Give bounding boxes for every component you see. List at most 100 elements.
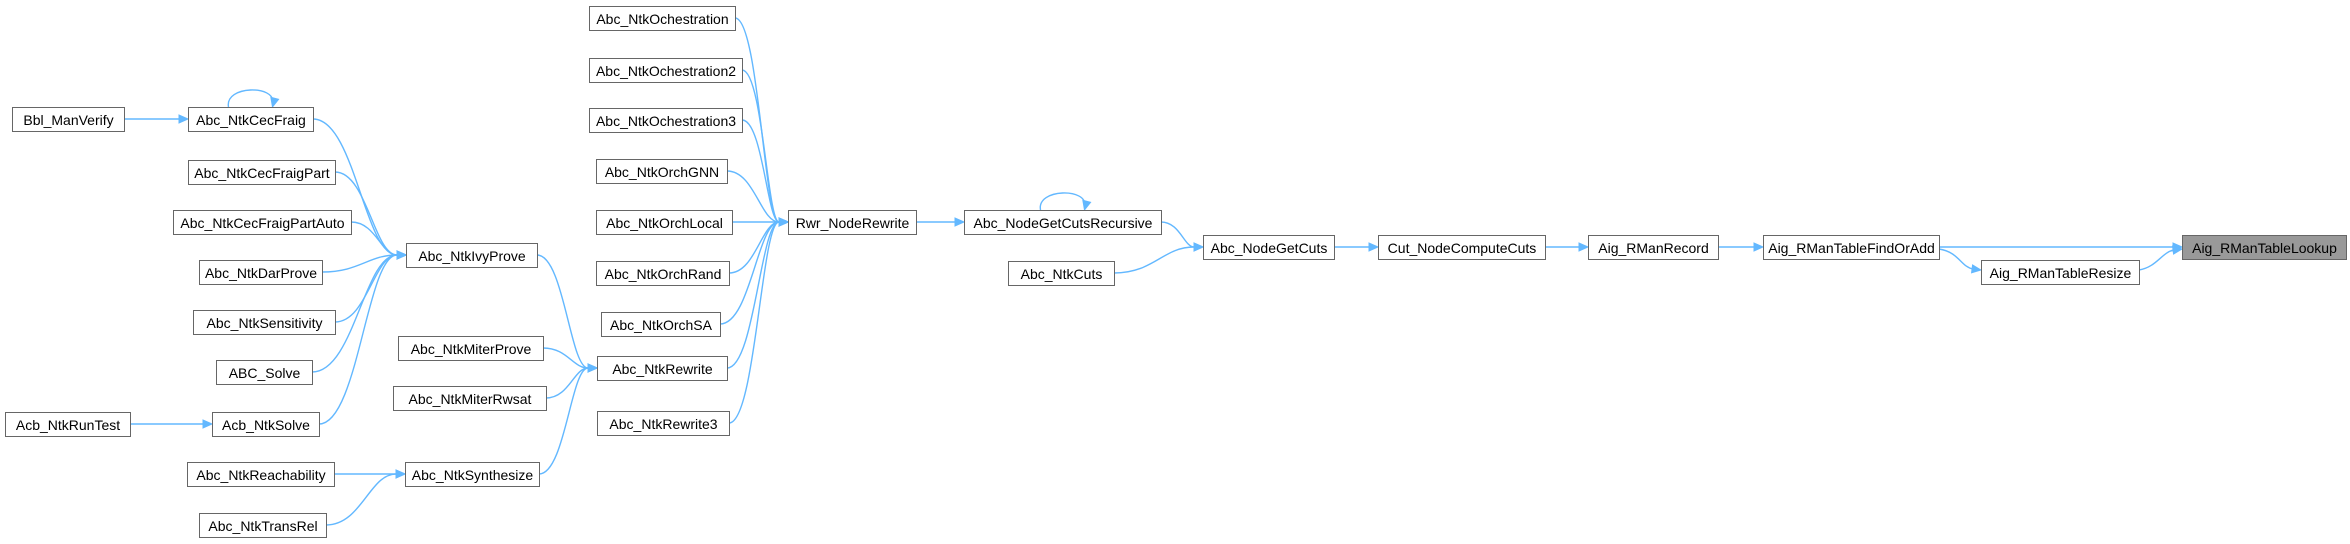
edge-line	[536, 254, 589, 369]
edge-line	[321, 254, 398, 273]
node-orchlocal[interactable]: Abc_NtkOrchLocal	[596, 210, 733, 235]
node-label: Abc_NtkOrchLocal	[606, 215, 723, 231]
arrowhead-icon	[1082, 199, 1092, 212]
node-abcsolve[interactable]: ABC_Solve	[216, 360, 313, 385]
edge-line	[2138, 249, 2175, 271]
edge-n_cecfraig-to-n_ivyprove	[312, 118, 408, 260]
edge-n_acbruntest-to-n_acbsolve	[130, 419, 214, 429]
node-findoradd[interactable]: Aig_RManTableFindOrAdd	[1763, 235, 1940, 260]
node-label: ABC_Solve	[229, 365, 301, 381]
node-reach[interactable]: Abc_NtkReachability	[187, 462, 335, 487]
node-box	[601, 312, 721, 337]
edge-n_cutnode-to-n_record	[1545, 242, 1590, 252]
edge-n_getcuts-to-n_cutnode	[1334, 242, 1380, 252]
node-box	[597, 356, 728, 381]
node-orch2[interactable]: Abc_NtkOchestration2	[589, 58, 743, 83]
edge-line	[726, 221, 780, 369]
edge-line	[726, 170, 780, 223]
node-box	[1981, 260, 2140, 285]
node-miterrwsat[interactable]: Abc_NtkMiterRwsat	[393, 386, 547, 411]
edge-n_bblverify-to-n_cecfraig	[123, 114, 190, 124]
arrowhead-icon	[778, 217, 790, 227]
node-getcutsrec[interactable]: Abc_NodeGetCutsRecursive	[964, 210, 1162, 235]
arrowhead-icon	[2171, 245, 2184, 255]
edge-n_acbsolve-to-n_ivyprove	[318, 250, 408, 425]
edge-line	[1938, 248, 1974, 270]
node-transrel[interactable]: Abc_NtkTransRel	[199, 513, 327, 538]
node-box	[589, 6, 736, 31]
edge-n_rewrite-to-n_rwrnode	[726, 217, 790, 369]
node-box	[212, 412, 320, 437]
node-label: Rwr_NodeRewrite	[796, 215, 910, 231]
edge-line	[741, 69, 780, 223]
edge-n_ivyprove-to-n_rewrite	[536, 254, 599, 373]
node-box	[199, 513, 327, 538]
node-getcuts[interactable]: Abc_NodeGetCuts	[1203, 235, 1335, 260]
node-label: Abc_NtkDarProve	[205, 265, 317, 281]
node-box	[5, 412, 131, 437]
node-box	[193, 310, 336, 335]
edge-line	[538, 367, 589, 475]
node-rewrite[interactable]: Abc_NtkRewrite	[597, 356, 728, 381]
node-cecfraigpartauto[interactable]: Abc_NtkCecFraigPartAuto	[173, 210, 352, 235]
node-sens[interactable]: Abc_NtkSensitivity	[193, 310, 336, 335]
node-box	[964, 210, 1162, 235]
node-rewrite3[interactable]: Abc_NtkRewrite3	[597, 411, 730, 436]
node-box	[173, 210, 352, 235]
node-label: Abc_NtkRewrite3	[609, 416, 717, 432]
edge-line	[311, 254, 398, 373]
node-box	[1763, 235, 1940, 260]
edge-n_resize-to-n_lookup	[2138, 245, 2184, 271]
node-orchrand[interactable]: Abc_NtkOrchRand	[596, 261, 730, 286]
node-label: Abc_NtkMiterProve	[411, 341, 532, 357]
node-acbsolve[interactable]: Acb_NtkSolve	[212, 412, 320, 437]
node-orch3[interactable]: Abc_NtkOchestration3	[589, 108, 743, 133]
node-cecfraig[interactable]: Abc_NtkCecFraig	[188, 107, 314, 132]
node-label: Acb_NtkSolve	[222, 417, 310, 433]
node-orchsa[interactable]: Abc_NtkOrchSA	[601, 312, 721, 337]
node-box	[406, 243, 538, 268]
node-bblverify[interactable]: Bbl_ManVerify	[12, 107, 125, 132]
node-miterprove[interactable]: Abc_NtkMiterProve	[398, 336, 544, 361]
node-cecfraigpart[interactable]: Abc_NtkCecFraigPart	[188, 160, 336, 185]
node-box	[596, 210, 733, 235]
edge-n_findoradd-to-n_lookup	[1939, 242, 2184, 252]
edge-line	[1160, 221, 1195, 248]
node-box	[187, 462, 335, 487]
edge-line	[334, 254, 398, 323]
node-label: Abc_NtkReachability	[196, 467, 325, 483]
node-ivyprove[interactable]: Abc_NtkIvyProve	[406, 243, 538, 268]
node-orchgnn[interactable]: Abc_NtkOrchGNN	[596, 159, 728, 184]
node-record[interactable]: Aig_RManRecord	[1588, 235, 1719, 260]
node-label: Abc_NtkCecFraigPart	[194, 165, 329, 181]
nodes-layer: Aig_RManTableLookup Aig_RManTableFindOrAd…	[5, 6, 2347, 538]
node-box	[393, 386, 547, 411]
node-cutnode[interactable]: Cut_NodeComputeCuts	[1378, 235, 1546, 260]
edge-n_findoradd-to-n_resize	[1938, 248, 1983, 274]
node-synth[interactable]: Abc_NtkSynthesize	[405, 462, 540, 487]
node-box	[188, 107, 314, 132]
node-orch1[interactable]: Abc_NtkOchestration	[589, 6, 736, 31]
node-resize[interactable]: Aig_RManTableResize	[1981, 260, 2140, 285]
edge-n_cecfraig-to-n_cecfraig	[227, 89, 280, 109]
arrowhead-icon	[178, 114, 190, 124]
edge-line	[227, 89, 274, 108]
edge-line	[350, 221, 398, 256]
node-box	[12, 107, 125, 132]
node-label: Abc_NtkOrchRand	[605, 266, 722, 282]
node-acbruntest[interactable]: Acb_NtkRunTest	[5, 412, 131, 437]
node-box	[405, 462, 540, 487]
edge-n_synth-to-n_rewrite	[538, 363, 599, 475]
node-label: Abc_NtkCecFraig	[196, 112, 306, 128]
node-box	[1588, 235, 1719, 260]
edges-layer	[123, 17, 2184, 526]
node-label: Abc_NtkRewrite	[612, 361, 713, 377]
node-label: Abc_NtkCuts	[1021, 266, 1103, 282]
arrowhead-icon	[1970, 264, 1983, 274]
node-box	[596, 159, 728, 184]
node-label: Aig_RManRecord	[1598, 240, 1709, 256]
node-rwrnode[interactable]: Rwr_NodeRewrite	[788, 210, 917, 235]
node-lookup[interactable]: Aig_RManTableLookup	[2182, 235, 2347, 260]
node-darprove[interactable]: Abc_NtkDarProve	[199, 260, 323, 285]
node-ntkcuts[interactable]: Abc_NtkCuts	[1008, 261, 1115, 286]
